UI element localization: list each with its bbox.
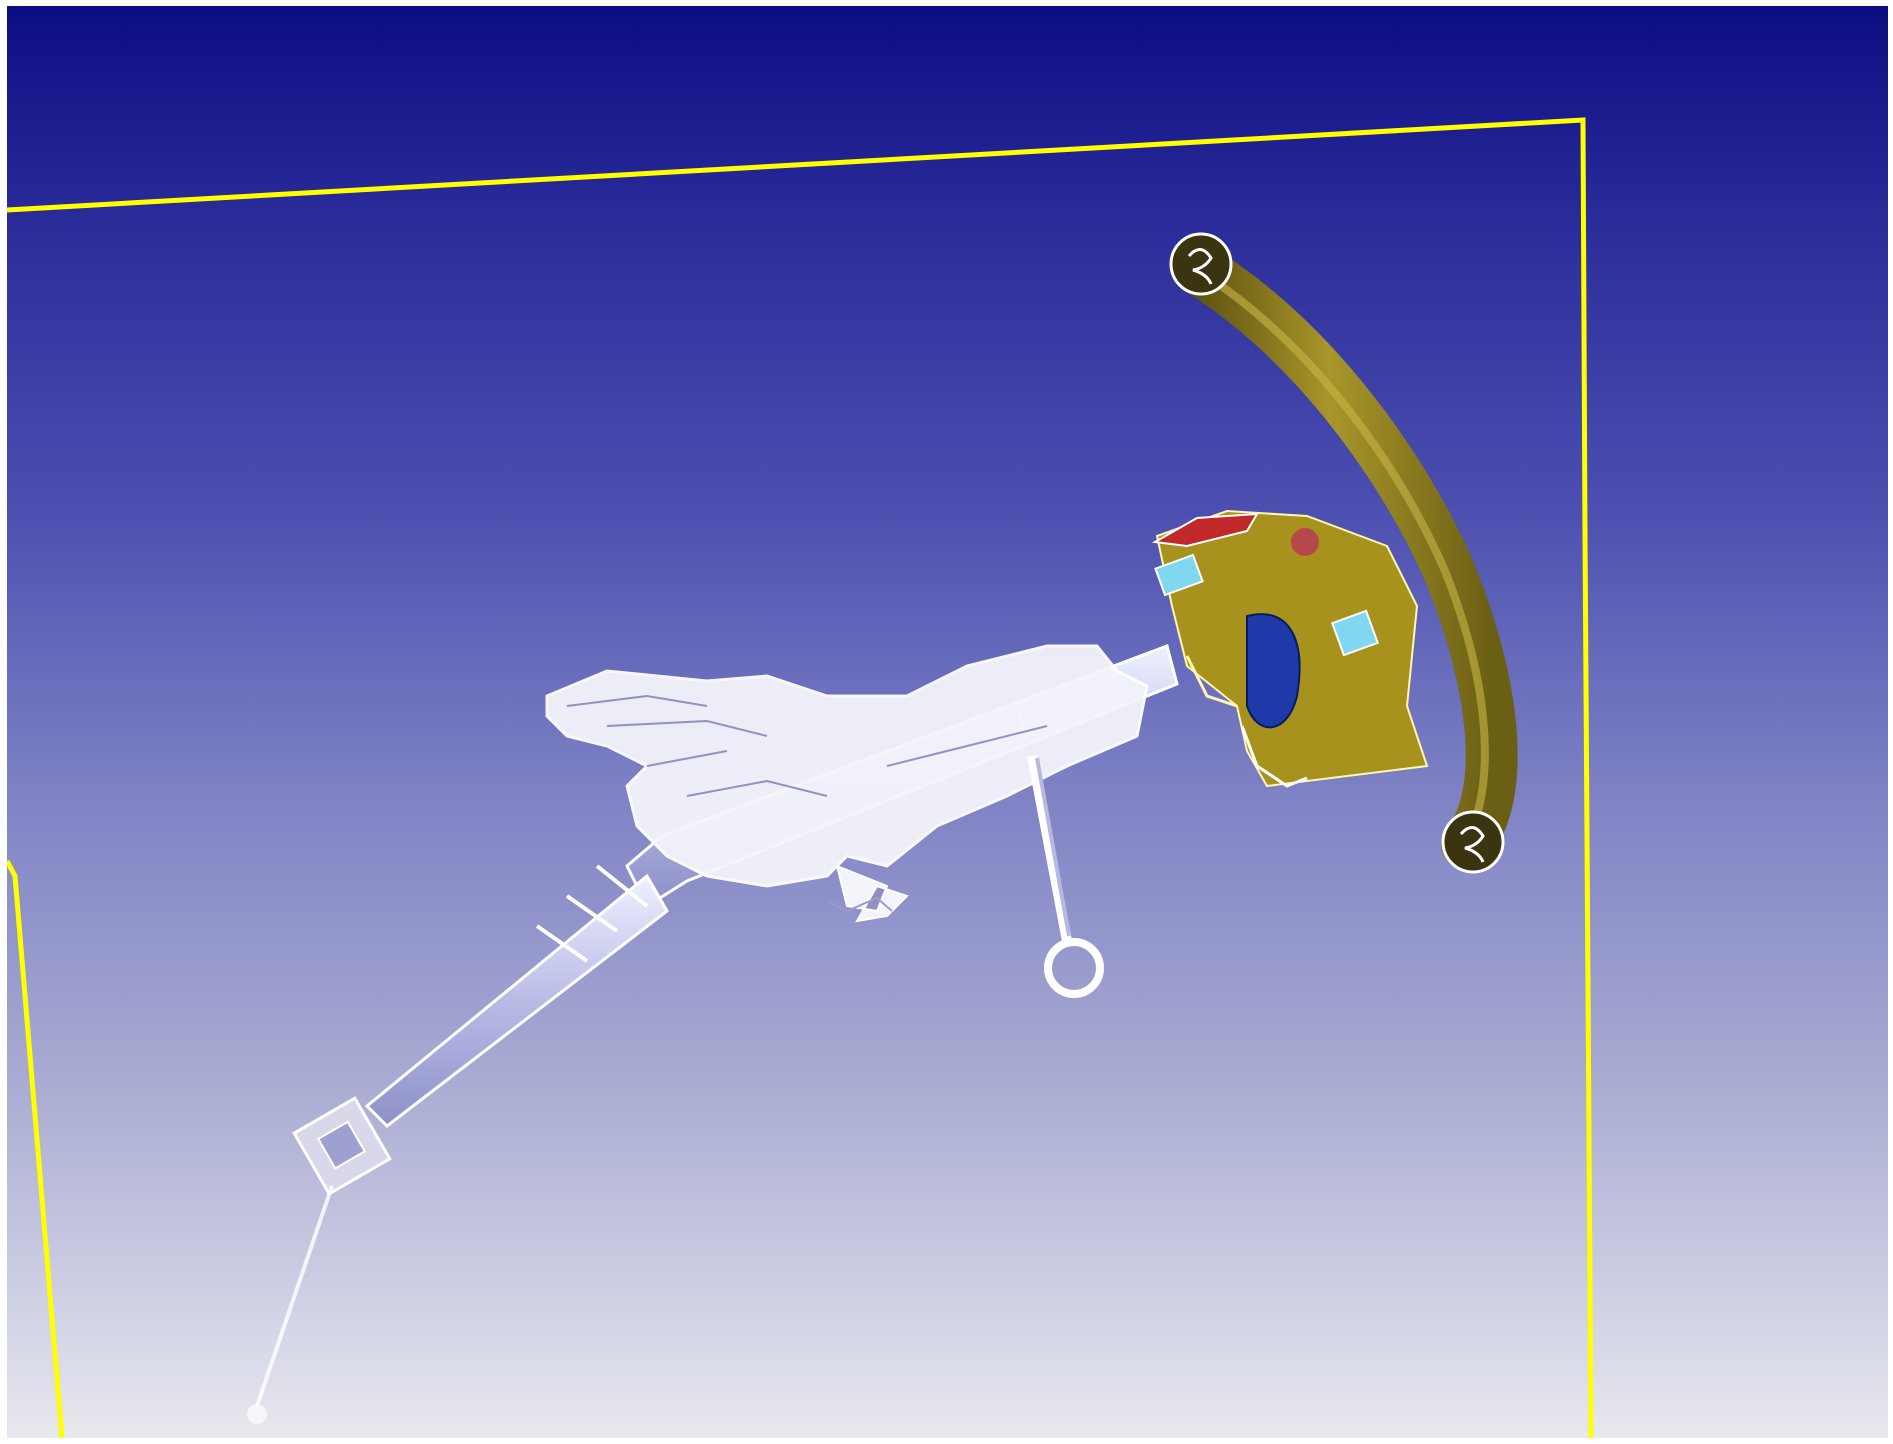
- section-plane-frame: [7, 117, 1594, 1438]
- frame-left-edge: [7, 859, 65, 1438]
- steering-wheel-hub[interactable]: [1151, 509, 1429, 788]
- hub-airbag-connector: [1291, 528, 1319, 556]
- 3d-viewport[interactable]: [7, 6, 1888, 1438]
- hub-switch-right: [1330, 609, 1380, 657]
- steering-wheel-rim-highlight: [1203, 272, 1489, 840]
- universal-joint: [292, 1096, 392, 1196]
- frame-right-edge: [1582, 535, 1594, 1438]
- steering-column[interactable]: [247, 644, 1179, 1424]
- cad-scene[interactable]: [7, 6, 1888, 1438]
- lower-shaft-line: [255, 1185, 334, 1407]
- rim-end-cap-top: [1169, 232, 1233, 296]
- intermediate-shaft[interactable]: [364, 873, 669, 1128]
- release-lever[interactable]: [1027, 755, 1104, 998]
- release-lever-ring[interactable]: [1044, 938, 1104, 998]
- lower-shaft-end: [247, 1404, 267, 1424]
- rim-end-cap-bottom: [1441, 810, 1505, 874]
- hub-cover-fragment: [1151, 512, 1259, 548]
- frame-top-edge: [7, 117, 1588, 537]
- steering-wheel[interactable]: [1151, 232, 1518, 874]
- column-bracket-assembly: [545, 644, 1149, 923]
- hub-switch-left: [1154, 553, 1204, 597]
- hub-cavity: [1246, 613, 1301, 729]
